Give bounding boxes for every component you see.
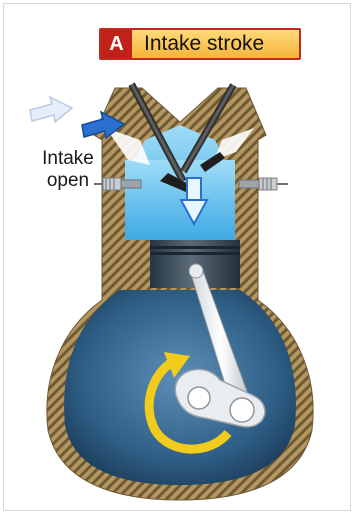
stroke-title-text: Intake stroke [132, 32, 264, 56]
intake-label-line2: open [18, 170, 118, 192]
intake-label-line1: Intake [18, 148, 118, 170]
stroke-letter-badge: A [101, 30, 132, 58]
intake-open-label: Intake open [18, 148, 118, 192]
intake-flow-arrow-icon [30, 97, 72, 122]
stroke-title: A Intake stroke [99, 28, 301, 60]
spark-plug-icon [239, 178, 288, 190]
